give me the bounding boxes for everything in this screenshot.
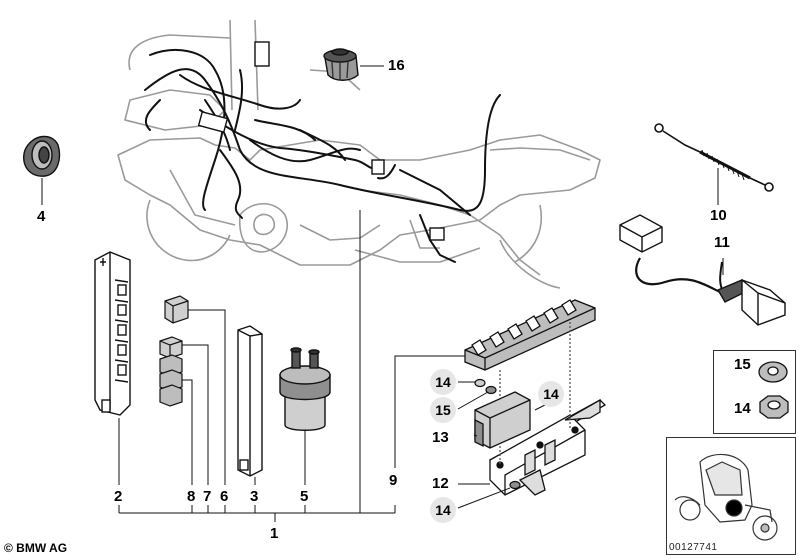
part-5-starter-relay [279,347,331,431]
callout-14-bottom: 14 [430,497,456,523]
inset-scooter-thumbnail [674,453,778,541]
part-16-cap [323,48,359,81]
copyright-text: © BMW AG [4,541,68,555]
part-14-15-nuts-on-bracket [474,378,521,490]
part-label-12: 12 [432,475,449,492]
part-7-relay [159,336,183,359]
part-8-relays [159,354,183,407]
part-label-7: 7 [203,488,212,505]
motorcycle-frame-outline [117,19,601,289]
legend-label-15: 15 [734,356,751,373]
part-6-relay [164,295,189,324]
inset-box [666,437,796,555]
part-4-grommet [23,135,61,177]
part-label-1: 1 [270,525,279,542]
part-label-11: 11 [714,234,730,251]
part-label-4: 4 [37,208,46,225]
bracket-1 [118,210,396,522]
harness-connectors [197,41,445,241]
legend-nut-14 [759,395,789,419]
callout-14-right: 14 [538,381,564,407]
part-12-mounting-bracket [489,322,607,496]
part-3-cover [237,325,263,477]
part-label-8: 8 [187,488,196,505]
part-label-9: 9 [389,472,398,489]
part-13-module [474,391,531,449]
legend-box [713,350,796,434]
main-wiring-harness [144,49,501,263]
document-number: 00127741 [669,542,718,553]
part-10-ground-cable [654,123,774,205]
part-11-adapter-cable [619,214,786,326]
part-label-5: 5 [300,488,309,505]
leaders-9-15 [394,355,552,509]
part-label-10: 10 [710,207,727,224]
part-label-13: 13 [432,429,449,446]
callout-14-top: 14 [430,369,456,395]
part-label-16: 16 [388,57,405,74]
part-label-3: 3 [250,488,259,505]
legend-label-14: 14 [734,400,751,417]
part-9-connector-strip [464,299,596,371]
leaders-6-7-8 [182,309,226,485]
part-label-6: 6 [220,488,229,505]
legend-washer-15 [758,361,788,383]
part-2-relay-holder [94,251,131,416]
callout-15: 15 [430,397,456,423]
part-label-2: 2 [114,488,123,505]
